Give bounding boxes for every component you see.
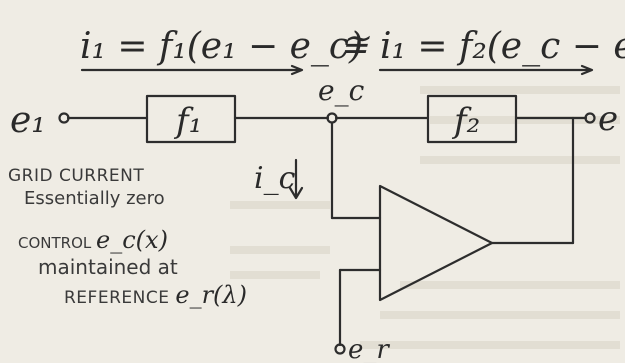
annotation-control-var: e_c(x) bbox=[96, 226, 168, 254]
current-label: i_c bbox=[254, 161, 296, 196]
annotation-control: CONTROL e_c(x) bbox=[18, 226, 168, 254]
output-node-label: e bbox=[598, 99, 618, 139]
reference-terminal bbox=[334, 343, 346, 355]
annotation-control-prefix: CONTROL bbox=[18, 234, 96, 252]
input-node-label: e₁ bbox=[10, 100, 46, 141]
equation-left-underline-arrow bbox=[80, 64, 304, 76]
equation-header: i₁ = f₁(e₁ − e_c) ≅ i₁ = f₂(e_c − e) bbox=[80, 25, 625, 76]
equation-left: i₁ = f₁(e₁ − e_c) bbox=[80, 26, 363, 67]
reference-node-label: e_r bbox=[348, 335, 390, 363]
amplifier-triangle bbox=[378, 184, 494, 302]
block-f1-label: f₁ bbox=[173, 101, 202, 141]
annotation-reference-var: e_r(λ) bbox=[175, 281, 247, 309]
block-f2-label: f₂ bbox=[451, 101, 480, 141]
current-arrow bbox=[288, 158, 304, 200]
annotation-essentially-zero: Essentially zero bbox=[24, 188, 165, 209]
equation-right-underline-arrow bbox=[378, 64, 594, 76]
output-terminal bbox=[584, 112, 596, 124]
junction-label: e_c bbox=[318, 74, 365, 107]
annotation-grid-current: GRID CURRENT bbox=[8, 166, 144, 186]
annotation-maintained-at: maintained at bbox=[38, 255, 178, 279]
equation-relation: ≅ bbox=[340, 25, 370, 65]
annotation-reference-prefix: REFERENCE bbox=[64, 288, 175, 308]
annotation-reference: REFERENCE e_r(λ) bbox=[64, 281, 247, 309]
equation-right: i₁ = f₂(e_c − e) bbox=[380, 26, 625, 67]
